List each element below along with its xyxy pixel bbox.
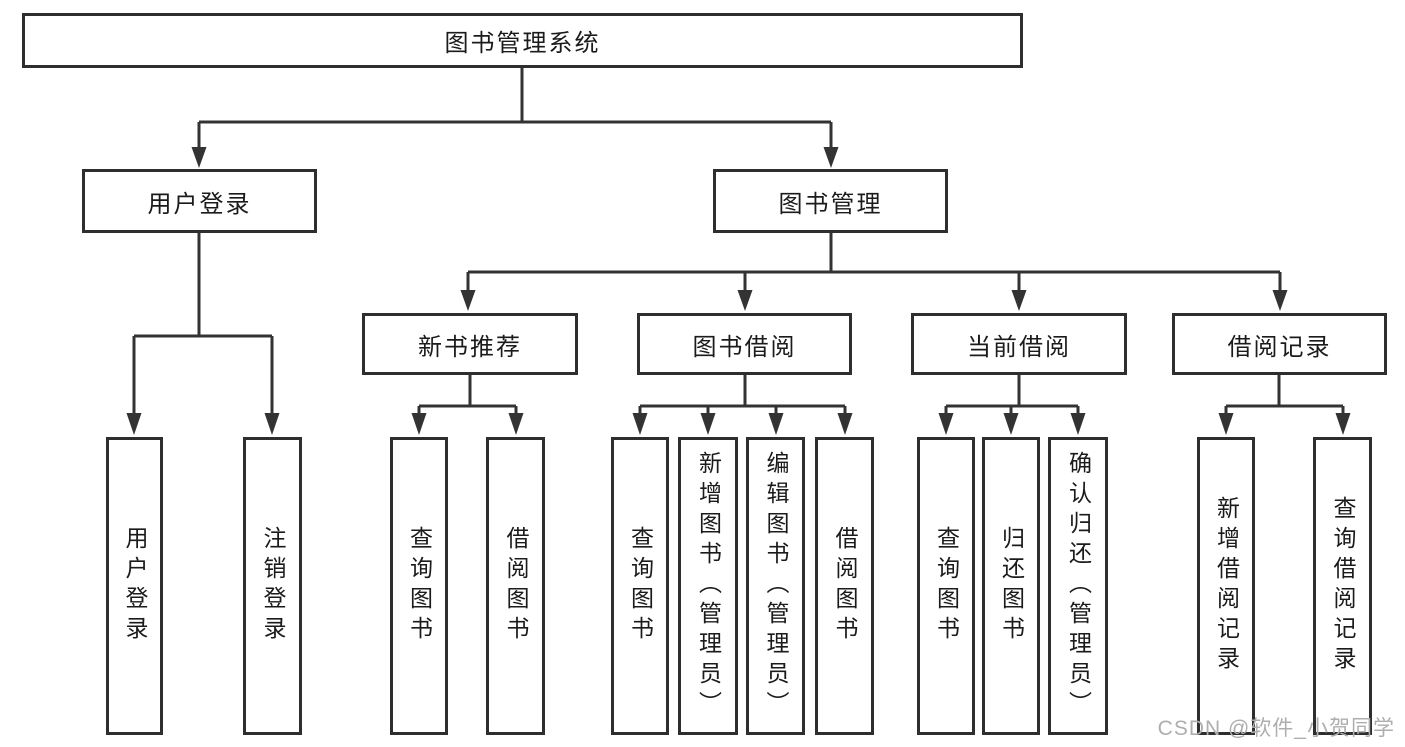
node-label: 注销登录 [260, 526, 286, 646]
node-label: 确认归还（管理员） [1065, 451, 1092, 721]
leaf-borrow-books-recommend: 借阅图书 [486, 437, 545, 735]
node-label: 查询图书 [933, 526, 960, 646]
node-library-system: 图书管理系统 [22, 13, 1023, 68]
arrow-down-icon [938, 413, 954, 435]
arrow-down-icon [768, 413, 784, 435]
arrow-down-icon [1335, 413, 1351, 435]
arrow-down-icon [1070, 413, 1086, 435]
node-new-book-recommend: 新书推荐 [362, 313, 578, 375]
arrow-down-icon [460, 290, 476, 311]
node-label: 当前借阅 [967, 333, 1071, 361]
arrow-down-icon [737, 290, 753, 311]
leaf-return-book: 归还图书 [982, 437, 1040, 735]
node-label: 新书推荐 [418, 333, 522, 361]
node-label: 查询借阅记录 [1330, 496, 1356, 676]
arrow-down-icon [508, 413, 524, 435]
node-label: 图书借阅 [692, 333, 797, 361]
leaf-confirm-return-admin: 确认归还（管理员） [1048, 437, 1108, 735]
node-label: 用户登录 [122, 526, 148, 646]
watermark: CSDN @软件_小贺同学 [1157, 717, 1395, 740]
node-label: 新增图书（管理员） [695, 451, 722, 721]
arrow-down-icon [1003, 413, 1019, 435]
node-label: 借阅图书 [832, 526, 858, 646]
arrow-down-icon [837, 413, 853, 435]
leaf-borrow-books: 借阅图书 [815, 437, 874, 735]
connector-book-mgmt [466, 233, 1282, 292]
leaf-query-books-recommend: 查询图书 [390, 437, 448, 735]
node-book-management: 图书管理 [713, 169, 948, 233]
leaf-query-borrow-record: 查询借阅记录 [1313, 437, 1372, 735]
node-label: 归还图书 [998, 526, 1025, 646]
arrow-down-icon [191, 147, 207, 168]
arrow-down-icon [823, 147, 839, 168]
node-current-borrow: 当前借阅 [911, 313, 1127, 375]
node-book-borrow: 图书借阅 [637, 313, 852, 375]
node-label: 查询图书 [627, 526, 654, 646]
leaf-add-borrow-record: 新增借阅记录 [1197, 437, 1255, 735]
node-label: 编辑图书（管理员） [763, 451, 789, 721]
node-label: 用户登录 [147, 190, 252, 218]
node-label: 图书管理系统 [444, 30, 601, 57]
arrow-down-icon [411, 413, 427, 435]
node-label: 新增借阅记录 [1213, 496, 1240, 676]
leaf-query-books-borrow: 查询图书 [611, 437, 669, 735]
leaf-edit-book-admin: 编辑图书（管理员） [746, 437, 805, 735]
arrow-down-icon [264, 413, 280, 435]
arrow-down-icon [126, 413, 142, 435]
leaf-logout: 注销登录 [243, 437, 302, 735]
node-label: 查询图书 [406, 526, 433, 646]
leaf-user-login: 用户登录 [106, 437, 163, 735]
connector-current-borrow [944, 375, 1080, 415]
arrowheads [126, 147, 1351, 435]
node-user-login: 用户登录 [82, 169, 317, 233]
connector-user-login [132, 233, 274, 415]
arrow-down-icon [700, 413, 716, 435]
arrow-down-icon [632, 413, 648, 435]
connector-new-book-rec [417, 375, 518, 415]
node-label: 借阅记录 [1227, 333, 1332, 361]
connector-borrow-records [1224, 375, 1345, 415]
arrow-down-icon [1011, 290, 1027, 311]
leaf-query-books-current: 查询图书 [917, 437, 975, 735]
node-borrow-records: 借阅记录 [1172, 313, 1387, 375]
connector-root [197, 68, 833, 149]
leaf-add-book-admin: 新增图书（管理员） [678, 437, 738, 735]
arrow-down-icon [1218, 413, 1234, 435]
connector-book-borrow [638, 375, 847, 415]
node-label: 图书管理 [778, 190, 883, 218]
node-label: 借阅图书 [503, 526, 529, 646]
arrow-down-icon [1272, 290, 1288, 311]
